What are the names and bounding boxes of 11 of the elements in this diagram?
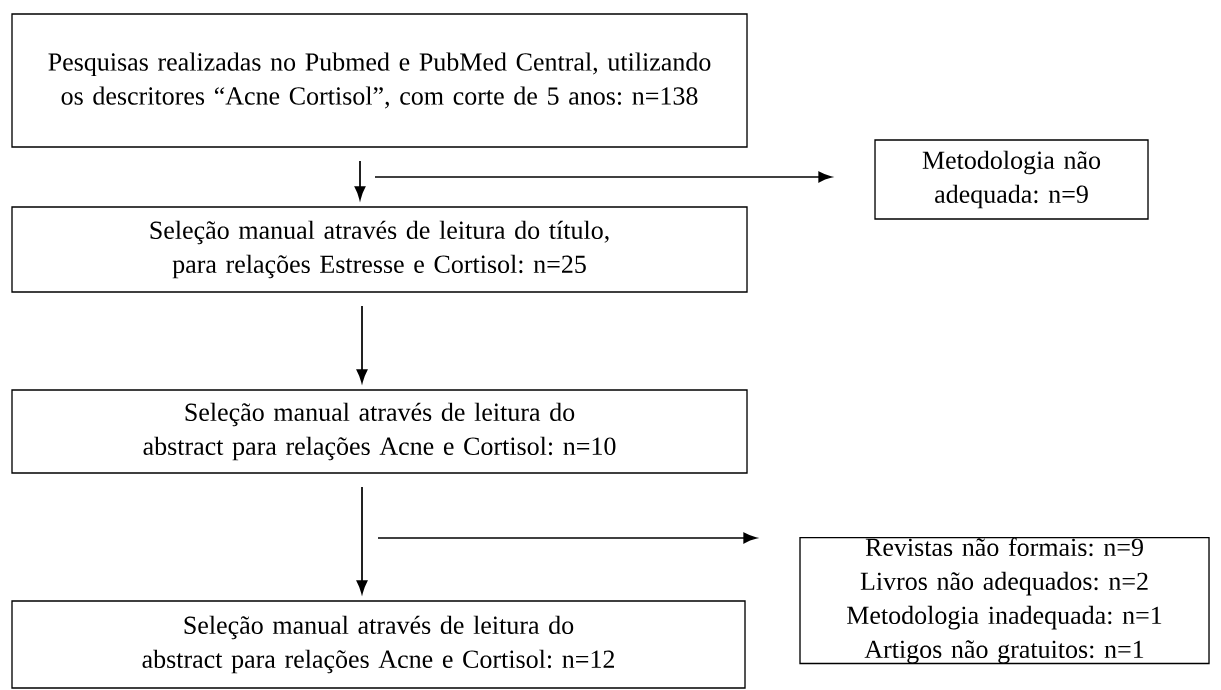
arrow	[356, 486, 368, 594]
process-box: Revistas não formais: n=9 Livros não adequados: n=2 Metodologia inadequada: n=1 Artigos não gratuitos: n=1	[799, 536, 1210, 665]
arrow	[377, 532, 757, 544]
arrow	[356, 305, 368, 383]
process-box: Seleção manual através de leitura do abstract para relações Acne e Cortisol: n=10	[11, 389, 748, 474]
process-box: Metodologia não adequada: n=9	[874, 139, 1149, 220]
process-box: Pesquisas realizadas no Pubmed e PubMed Central, utilizando os descritores “Acne Cortisol”, com corte de 5 anos: n=138	[11, 13, 748, 148]
process-box: Seleção manual através de leitura do título, para relações Estresse e Cortisol: n=25	[11, 206, 748, 293]
process-box: Seleção manual através de leitura do abstract para relações Acne e Cortisol: n=12	[11, 600, 746, 689]
arrow	[354, 160, 366, 200]
arrow	[374, 171, 832, 183]
